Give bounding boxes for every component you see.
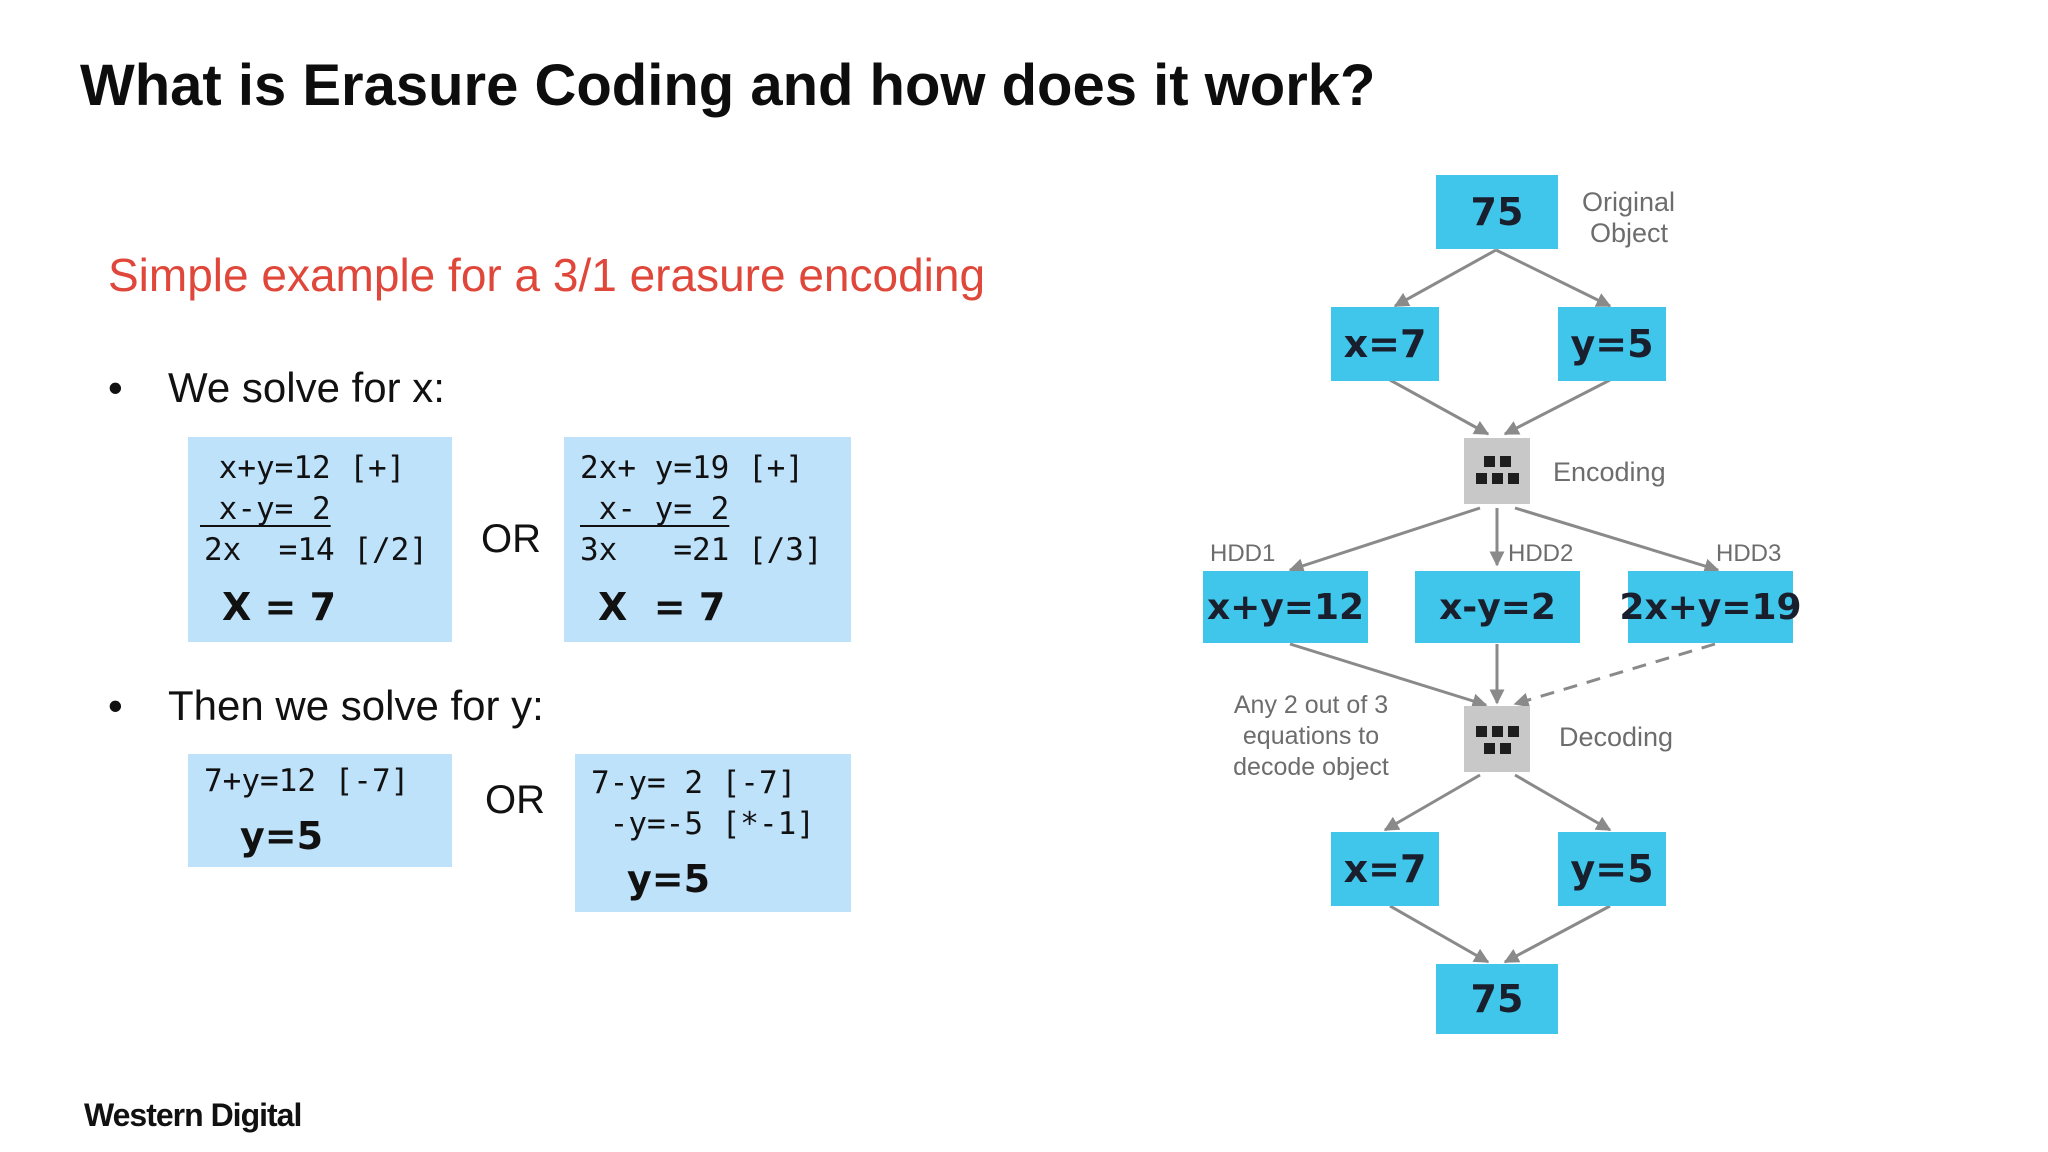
arrow bbox=[1495, 248, 1612, 308]
decoding-process-icon bbox=[1464, 706, 1530, 772]
western-digital-logo: Western Digital bbox=[84, 1097, 302, 1133]
equation-result: y=5 bbox=[627, 857, 711, 901]
note-line: equations to bbox=[1242, 722, 1380, 750]
hdd2-label: HDD2 bbox=[1508, 540, 1574, 567]
equation-result: X = 7 bbox=[222, 585, 337, 629]
bullet-solve-y-text: Then we solve for y: bbox=[168, 682, 544, 729]
equation-line: -y=-5 [*-1] bbox=[591, 806, 815, 842]
arrow bbox=[1503, 378, 1611, 436]
original-label-line: Original bbox=[1582, 187, 1676, 217]
original-object-label: Original Object bbox=[1582, 187, 1675, 249]
equation-line: x- y= 2 bbox=[580, 491, 730, 527]
hdd1-node: x+y=12 bbox=[1203, 571, 1368, 643]
note-line: decode object bbox=[1233, 753, 1389, 781]
hdd1-label: HDD1 bbox=[1210, 540, 1276, 567]
note-line: Any 2 out of 3 bbox=[1233, 691, 1389, 719]
encoding-process-icon bbox=[1464, 438, 1530, 504]
equation-box-x-left: x+y=12 [+] x-y= 2 2x =14 [/2] X = 7 bbox=[188, 437, 452, 642]
equation-box-x-right: 2x+ y=19 [+] x- y= 2 3x =21 [/3] X = 7 bbox=[564, 437, 851, 642]
or-label: OR bbox=[485, 778, 545, 822]
equation-line: 2x =14 [/2] bbox=[204, 532, 428, 568]
hdd2-node: x-y=2 bbox=[1415, 571, 1580, 643]
decoded-x-node: x=7 bbox=[1331, 832, 1439, 906]
equation-line: x-y= 2 bbox=[200, 491, 331, 527]
arrow bbox=[1514, 773, 1612, 832]
arrow bbox=[1503, 904, 1611, 964]
original-label-line: Object bbox=[1590, 218, 1669, 248]
hdd3-node: 2x+y=19 bbox=[1619, 571, 1802, 643]
equation-line: 3x =21 [/3] bbox=[580, 532, 823, 568]
slide-title: What is Erasure Coding and how does it w… bbox=[80, 53, 1376, 118]
bullet-solve-y: • Then we solve for y: bbox=[108, 682, 544, 730]
any-two-note: Any 2 out of 3 equations to decode objec… bbox=[1206, 690, 1416, 783]
slide-subtitle: Simple example for a 3/1 erasure encodin… bbox=[108, 249, 986, 301]
arrow bbox=[1389, 378, 1490, 436]
bullet-solve-x-text: We solve for x: bbox=[168, 364, 445, 411]
arrow bbox=[1288, 506, 1481, 573]
equation-result: X = 7 bbox=[598, 585, 726, 629]
bullet-icon: • bbox=[108, 364, 123, 411]
arrow bbox=[1514, 506, 1720, 574]
arrow bbox=[1289, 642, 1488, 709]
split-x-node: x=7 bbox=[1331, 307, 1439, 381]
arrow bbox=[1393, 248, 1497, 308]
equation-result: y=5 bbox=[240, 814, 324, 858]
hdd3-label: HDD3 bbox=[1716, 540, 1782, 567]
equation-box-y-left: 7+y=12 [-7] y=5 bbox=[188, 754, 452, 867]
decoded-y-node: y=5 bbox=[1558, 832, 1666, 906]
equation-line: x+y=12 [+] bbox=[200, 450, 406, 486]
equation-line: 7+y=12 [-7] bbox=[204, 763, 410, 799]
arrow bbox=[1389, 904, 1490, 964]
reconstructed-object-node: 75 bbox=[1436, 964, 1558, 1034]
equation-line: 2x+ y=19 [+] bbox=[580, 450, 804, 486]
original-object-node: 75 bbox=[1436, 175, 1558, 249]
encoding-label: Encoding bbox=[1553, 457, 1666, 487]
equation-line: 7-y= 2 [-7] bbox=[591, 765, 797, 801]
or-label: OR bbox=[481, 517, 541, 561]
equation-box-y-right: 7-y= 2 [-7] -y=-5 [*-1] y=5 bbox=[575, 754, 851, 912]
bullet-solve-x: • We solve for x: bbox=[108, 364, 445, 412]
decoding-label: Decoding bbox=[1559, 722, 1674, 752]
split-y-node: y=5 bbox=[1558, 307, 1666, 381]
bullet-icon: • bbox=[108, 682, 123, 729]
arrow-dashed bbox=[1513, 642, 1716, 708]
arrow bbox=[1383, 773, 1481, 832]
